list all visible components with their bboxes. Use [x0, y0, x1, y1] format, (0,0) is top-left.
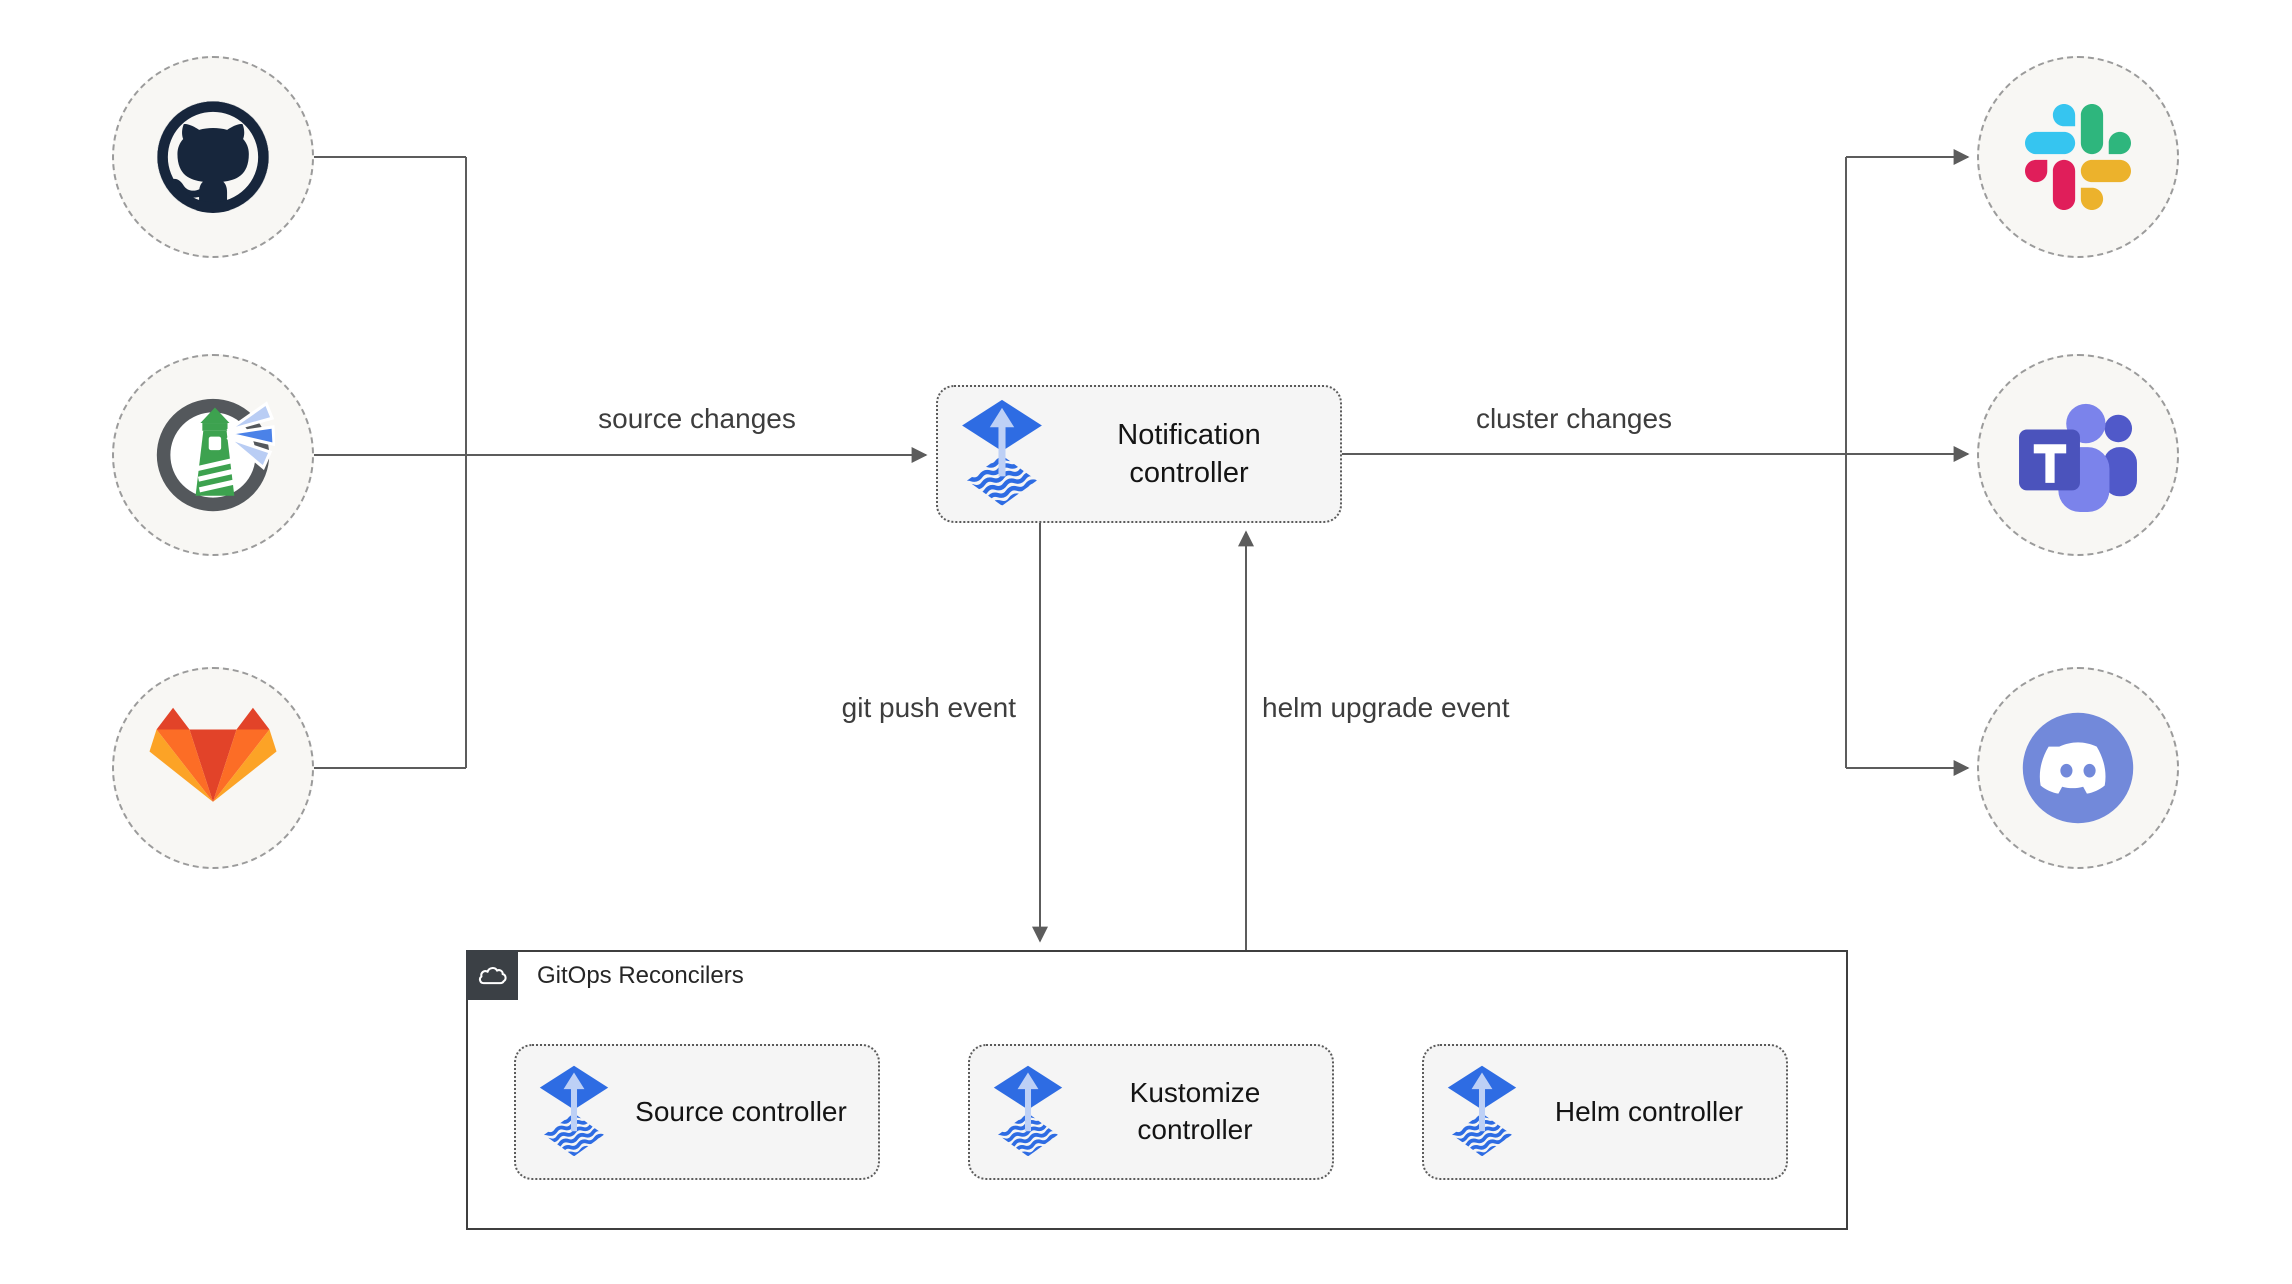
flux-icon	[538, 1065, 610, 1160]
gitlab-icon	[149, 707, 277, 829]
node-gitlab	[112, 667, 314, 869]
notification-controller-label: Notification controller	[1117, 418, 1261, 489]
flux-icon	[992, 1065, 1064, 1160]
edge-label-cluster-changes: cluster changes	[1475, 403, 1673, 434]
cloud-icon	[475, 962, 509, 989]
microsoft-teams-icon	[2015, 398, 2141, 512]
gitops-reconcilers-badge	[466, 950, 518, 1000]
node-kustomize-controller: Kustomize controller	[968, 1044, 1334, 1180]
edge-label-git-push-event: git push event	[841, 692, 1016, 723]
helm-controller-label: Helm controller	[1554, 1095, 1744, 1127]
gitops-reconcilers-title: GitOps Reconcilers	[537, 962, 744, 989]
node-helm-controller: Helm controller	[1422, 1044, 1788, 1180]
kustomize-controller-label: Kustomize controller	[1129, 1077, 1261, 1145]
node-slack	[1977, 56, 2179, 258]
source-controller-label: Source controller	[635, 1095, 847, 1127]
slack-icon	[2025, 104, 2131, 210]
discord-icon	[2021, 711, 2135, 825]
flux-icon	[1446, 1065, 1518, 1160]
node-source-controller: Source controller	[514, 1044, 880, 1180]
node-discord	[1977, 667, 2179, 869]
node-notification-controller: Notification controller	[936, 385, 1342, 523]
edge-label-source-changes: source changes	[598, 403, 796, 434]
edge-label-helm-upgrade-event: helm upgrade event	[1262, 692, 1510, 723]
github-icon	[157, 101, 269, 213]
node-github	[112, 56, 314, 258]
harbor-icon	[151, 393, 275, 517]
node-harbor	[112, 354, 314, 556]
flux-icon	[960, 399, 1044, 510]
node-teams	[1977, 354, 2179, 556]
